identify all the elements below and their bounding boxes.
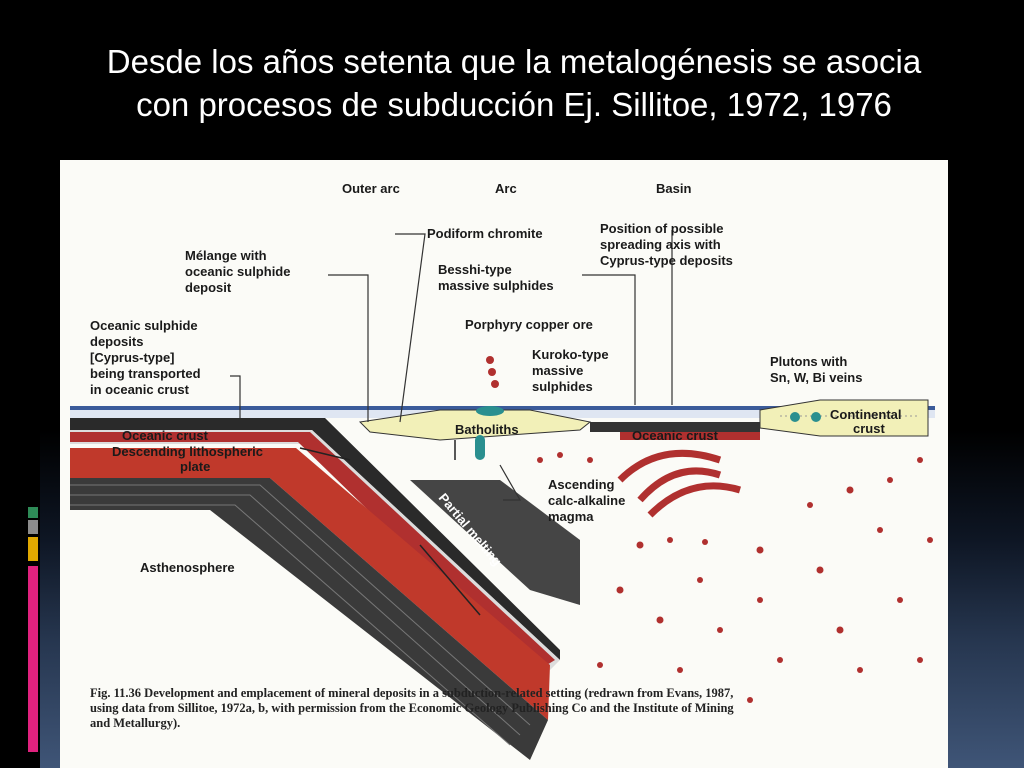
label-melange-2: oceanic sulphide <box>185 264 290 279</box>
batholith-dyke <box>475 435 485 460</box>
label-besshi-1: Besshi-type <box>438 262 512 277</box>
accent-bar-gold <box>28 537 38 561</box>
label-melange-1: Mélange with <box>185 248 267 263</box>
caption-line-2: using data from Sillitoe, 1972a, b, with… <box>90 701 734 715</box>
batholith-porphyry <box>476 406 504 416</box>
label-plutons-2: Sn, W, Bi veins <box>770 370 862 385</box>
subduction-figure: Outer arc Arc Basin Podiform chromite Mé… <box>60 160 948 768</box>
label-podiform: Podiform chromite <box>427 226 543 241</box>
label-outer-arc: Outer arc <box>342 181 400 196</box>
label-spreading-2: spreading axis with <box>600 237 721 252</box>
right-crust-black <box>590 422 760 432</box>
label-oceanic-crust-left: Oceanic crust <box>122 428 209 443</box>
caption-line-3: and Metallurgy). <box>90 716 181 730</box>
label-oceanic-dep-4: being transported <box>90 366 201 381</box>
label-asthenosphere: Asthenosphere <box>140 560 235 575</box>
pluton-1 <box>790 412 800 422</box>
label-oceanic-dep-5: in oceanic crust <box>90 382 190 397</box>
title-line-2: con procesos de subducción Ej. Sillitoe,… <box>136 86 892 123</box>
label-plutons-1: Plutons with <box>770 354 847 369</box>
label-kuroko-3: sulphides <box>532 379 593 394</box>
label-descending-1: Descending lithospheric <box>112 444 263 459</box>
batholith-body <box>358 409 592 441</box>
leader-lines <box>230 230 673 501</box>
label-continental-2: crust <box>853 421 885 436</box>
label-arc: Arc <box>495 181 517 196</box>
slide-title: Desde los años setenta que la metalogéne… <box>44 40 984 126</box>
magma-droplets <box>486 356 933 703</box>
continental-crust <box>759 399 929 437</box>
title-line-1: Desde los años setenta que la metalogéne… <box>106 43 922 80</box>
caption-line-1: Fig. 11.36 Development and emplacement o… <box>90 686 734 700</box>
accent-bar-green <box>28 507 38 518</box>
partial-melting-wedge <box>410 480 580 605</box>
label-ascending-3: magma <box>548 509 594 524</box>
subduction-diagram: Outer arc Arc Basin Podiform chromite Mé… <box>70 181 935 760</box>
label-continental-1: Continental <box>830 407 902 422</box>
lithosphere-hatch <box>70 484 531 746</box>
label-oceanic-dep-3: [Cyprus-type] <box>90 350 175 365</box>
label-melange-3: deposit <box>185 280 232 295</box>
sea-surface <box>70 406 935 410</box>
label-oceanic-dep-2: deposits <box>90 334 143 349</box>
plate-arrow-1 <box>299 447 351 461</box>
label-spreading-3: Cyprus-type deposits <box>600 253 733 268</box>
accent-bar-gray <box>28 520 38 534</box>
label-kuroko-2: massive <box>532 363 583 378</box>
label-descending-2: plate <box>180 459 210 474</box>
pluton-2 <box>811 412 821 422</box>
label-ascending-1: Ascending <box>548 477 615 492</box>
figure-caption: Fig. 11.36 Development and emplacement o… <box>90 686 930 731</box>
label-porphyry: Porphyry copper ore <box>465 317 593 332</box>
label-spreading-1: Position of possible <box>600 221 724 236</box>
ascending-magma-arcs <box>617 449 742 518</box>
label-oceanic-dep-1: Oceanic sulphide <box>90 318 198 333</box>
label-kuroko-1: Kuroko-type <box>532 347 609 362</box>
plate-arrow-2 <box>419 544 481 616</box>
label-besshi-2: massive sulphides <box>438 278 554 293</box>
label-ascending-2: calc-alkaline <box>548 493 625 508</box>
label-batholiths: Batholiths <box>455 422 519 437</box>
right-crust-red <box>620 432 760 440</box>
accent-bar-magenta <box>28 566 38 752</box>
label-oceanic-crust-right: Oceanic crust <box>632 428 719 443</box>
dark-lithosphere <box>70 478 548 760</box>
label-basin: Basin <box>656 181 691 196</box>
